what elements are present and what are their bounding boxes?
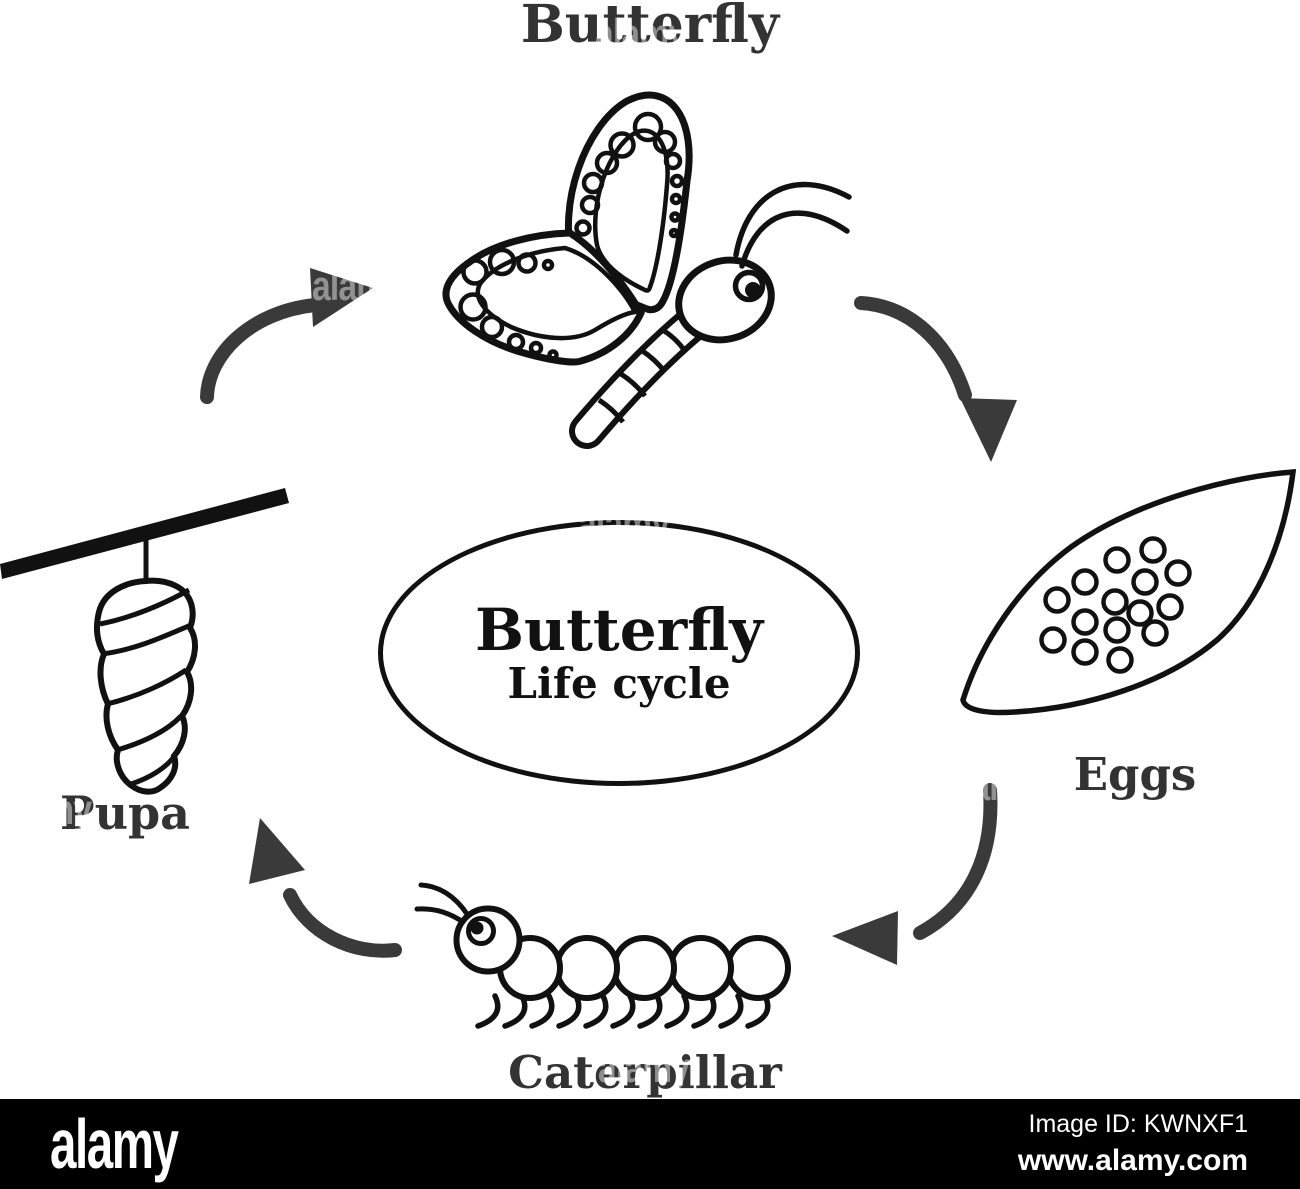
center-subtitle: Life cycle <box>507 659 731 708</box>
butterfly-antennae <box>733 181 852 269</box>
image-id: Image ID: KWNXF1 <box>1028 1110 1249 1138</box>
caterpillar-antennae <box>414 882 470 925</box>
caterpillar-body-segments <box>497 935 791 1001</box>
label-pupa: Pupa <box>59 786 190 840</box>
eggs-on-leaf-icon <box>960 469 1297 716</box>
caterpillar-legs <box>475 993 771 1029</box>
label-eggs: Eggs <box>1073 748 1197 801</box>
label-caterpillar: Caterpillar <box>508 1046 782 1099</box>
arrow-pupa-to-butterfly-icon <box>200 268 373 404</box>
caterpillar-icon <box>414 882 791 1029</box>
center-ellipse: Butterfly Life cycle <box>378 520 860 786</box>
lower-wing-dots <box>458 247 559 361</box>
arrow-butterfly-to-eggs-icon <box>854 296 1017 462</box>
center-title: Butterfly <box>474 596 764 664</box>
arrow-caterpillar-to-pupa-icon <box>249 818 402 958</box>
watermark-bar: alamy Image ID: KWNXF1 www.alamy.com <box>0 1099 1300 1189</box>
butterfly-icon <box>442 91 852 449</box>
page-title: Butterfly <box>520 0 780 55</box>
arrow-eggs-to-caterpillar-icon <box>832 783 998 965</box>
alamy-url: www.alamy.com <box>1017 1144 1248 1177</box>
branch <box>0 488 289 579</box>
watermark-info: Image ID: KWNXF1 www.alamy.com <box>1018 1109 1248 1179</box>
alamy-logo: alamy <box>50 1105 179 1183</box>
pupa-stripes <box>99 587 192 787</box>
egg-cluster <box>1039 536 1192 674</box>
pupa-icon <box>0 488 289 795</box>
body-stripes <box>597 326 688 424</box>
